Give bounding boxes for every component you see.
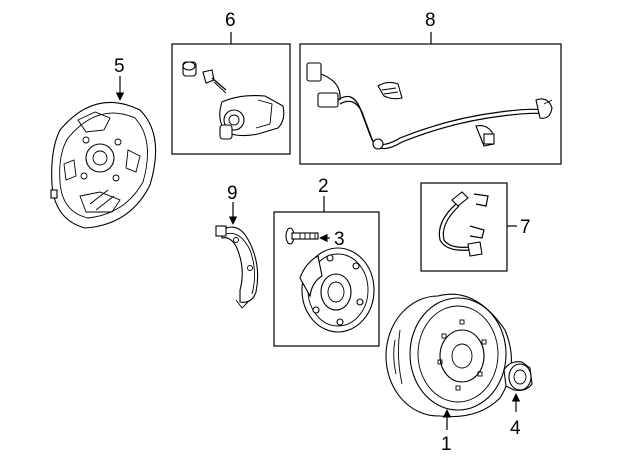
brake-hose-group-box (420, 182, 508, 272)
hub-group-box (273, 211, 380, 347)
wheel-cylinder (182, 61, 285, 140)
callout-3: 3 (334, 229, 345, 250)
callout-8: 8 (425, 10, 436, 31)
callout-5: 5 (114, 56, 125, 77)
brake-shoe (215, 225, 259, 309)
abs-sensor-harness (306, 62, 553, 150)
wheel-stud (285, 227, 319, 245)
callout-9: 9 (227, 183, 238, 204)
callout-6: 6 (225, 10, 236, 31)
brake-drum (385, 293, 512, 418)
backing-plate (50, 102, 157, 229)
callout-1: 1 (441, 434, 452, 455)
hub-and-bearing (299, 247, 375, 333)
callout-7: 7 (520, 217, 531, 238)
callout-4: 4 (510, 418, 521, 439)
abs-sensor-group-box (299, 43, 562, 165)
callout-2: 2 (318, 176, 329, 197)
brake-hose (438, 191, 489, 257)
hub-nut (503, 361, 533, 391)
